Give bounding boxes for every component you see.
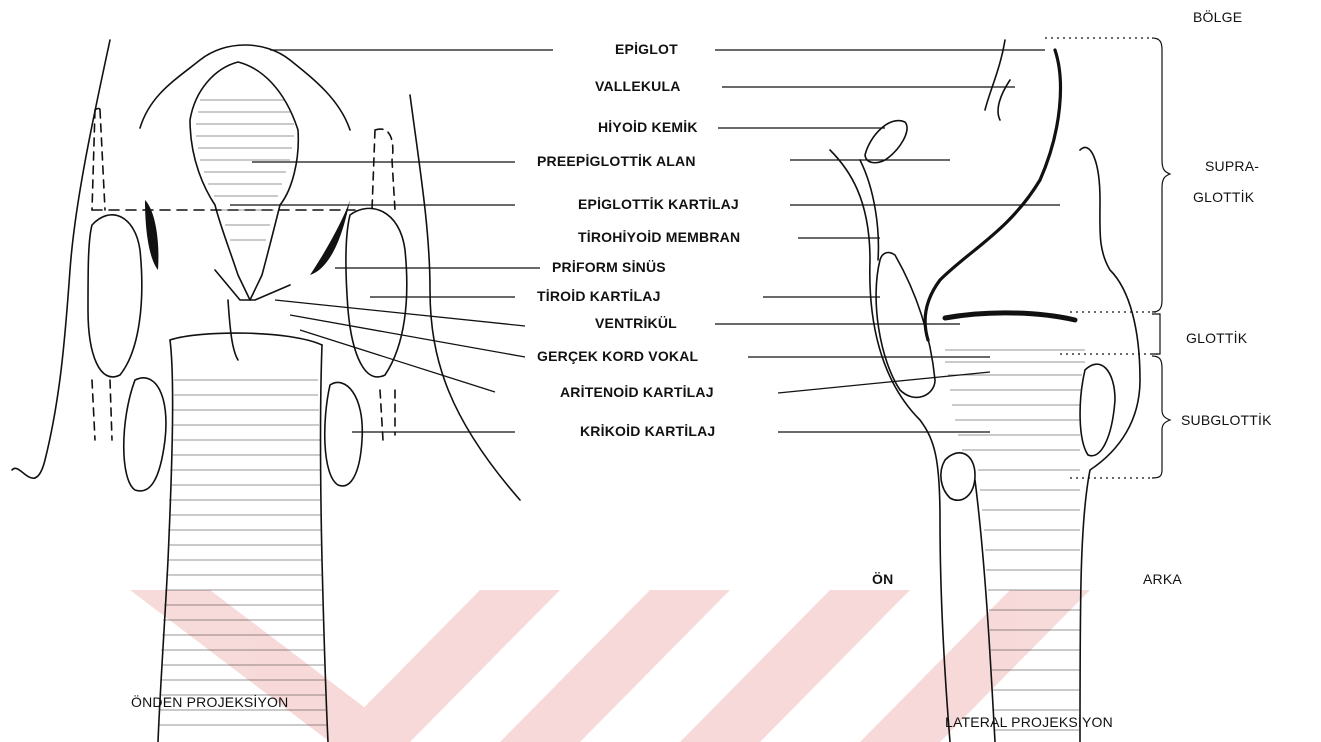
posterior-wall-lateral (1080, 147, 1140, 742)
label-preepiglottik-alan: PREEPİGLOTTİK ALAN (537, 153, 696, 169)
ventricle-lateral (945, 313, 1075, 320)
caption-frontal: ÖNDEN PROJEKSİYON (131, 694, 288, 710)
hyoid-bone-lateral (865, 121, 907, 163)
region-brackets (1045, 38, 1170, 478)
caption-lateral: LATERAL PROJEKSİYON (945, 714, 1113, 730)
label-gercek-kord-vokal: GERÇEK KORD VOKAL (537, 348, 698, 364)
orientation-front: ÖN (872, 571, 893, 587)
region-supra-line2: GLOTTİK (1193, 189, 1254, 205)
orientation-back: ARKA (1143, 571, 1182, 587)
supraglottic-bracket (1152, 38, 1170, 312)
subglottic-bracket (1152, 356, 1170, 478)
lateral-shading (945, 350, 1085, 730)
glottic-bracket (1152, 314, 1160, 354)
neck-front-lateral (830, 150, 950, 742)
label-vallekula: VALLEKULA (595, 78, 681, 94)
label-tiroid-kartilaj: TİROİD KARTİLAJ (537, 288, 661, 304)
region-header: BÖLGE (1193, 9, 1242, 25)
region-subglottik: SUBGLOTTİK (1181, 412, 1272, 428)
arytenoid-lateral (1080, 364, 1115, 456)
vallecula-lateral (985, 40, 1010, 120)
label-tirohiyoid-membran: TİROHİYOİD MEMBRAN (578, 229, 740, 245)
label-ventrikul: VENTRİKÜL (595, 315, 677, 331)
region-supra-line1: SUPRA- (1205, 158, 1259, 174)
trachea-front-lateral (975, 480, 995, 742)
region-glottik: GLOTTİK (1186, 330, 1247, 346)
epiglottis-curve-lateral (925, 50, 1060, 340)
label-priform-sinus: PRİFORM SİNÜS (552, 259, 666, 275)
label-epiglot: EPİGLOT (615, 41, 678, 57)
label-aritenoid-kartilaj: ARİTENOİD KARTİLAJ (560, 384, 714, 400)
cricoid-lateral (941, 453, 975, 500)
label-krikoid-kartilaj: KRİKOİD KARTİLAJ (580, 423, 715, 439)
label-epiglottik-kartilaj: EPİGLOTTİK KARTİLAJ (578, 196, 739, 212)
label-hiyoid-kemik: HİYOİD KEMİK (598, 119, 698, 135)
